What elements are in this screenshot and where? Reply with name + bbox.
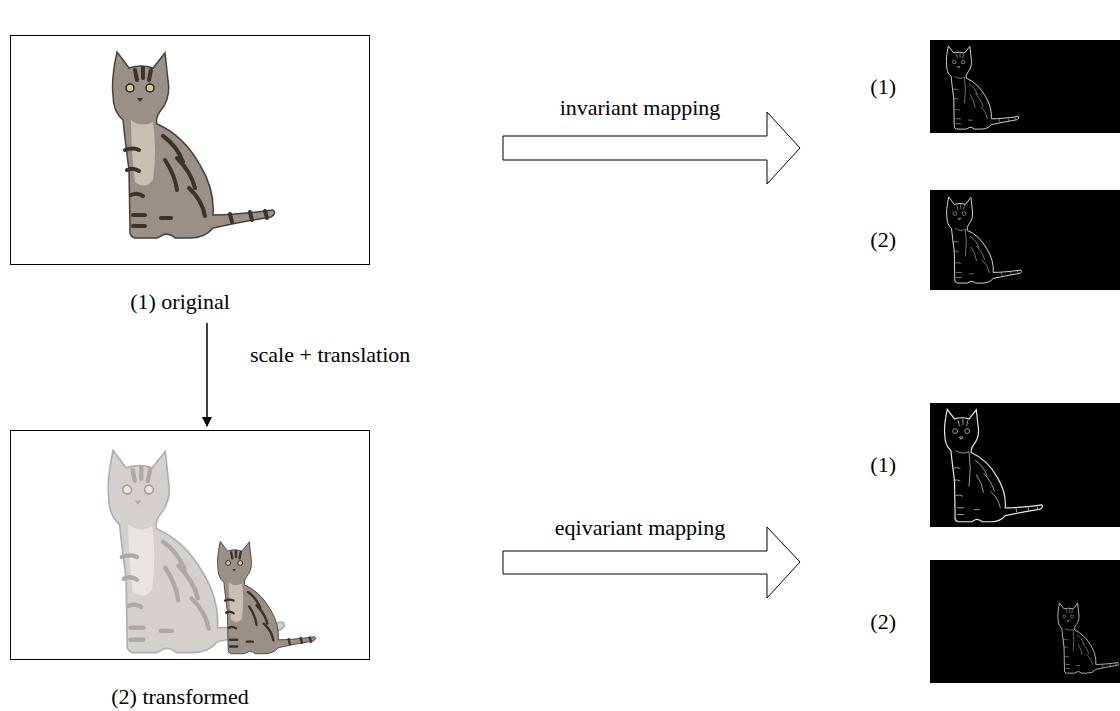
edge-label: scale + translation bbox=[250, 342, 410, 368]
panel-index: (2) bbox=[870, 227, 896, 253]
cat-edge-map bbox=[947, 197, 1022, 283]
feature-map-box: (2) bbox=[930, 190, 1120, 290]
cat-edge-map bbox=[1058, 603, 1119, 673]
panel-index: (2) bbox=[870, 609, 896, 635]
panel-index: (1) bbox=[870, 452, 896, 478]
feature-map-panel bbox=[930, 403, 1120, 527]
hollow-arrow bbox=[503, 112, 800, 184]
transform-arrow bbox=[206, 323, 208, 426]
feature-map-panel bbox=[930, 190, 1120, 290]
cat-edge-map bbox=[946, 46, 1019, 129]
mapping-label: invariant mapping bbox=[560, 95, 721, 121]
feature-map-box: (1) bbox=[930, 403, 1120, 527]
cat-photo-small bbox=[218, 541, 316, 653]
cat-photo bbox=[113, 52, 275, 238]
cat-edge-map bbox=[945, 409, 1043, 521]
image-frame: (1) original bbox=[10, 35, 370, 265]
panel-index: (1) bbox=[870, 74, 896, 100]
feature-map-panel bbox=[930, 40, 1120, 133]
feature-map-box: (1) bbox=[930, 40, 1120, 133]
feature-map-panel bbox=[930, 560, 1120, 683]
mapping-label: eqivariant mapping bbox=[555, 515, 725, 541]
image-caption: (1) original bbox=[1, 289, 359, 315]
image-frame: (2) transformed bbox=[10, 430, 370, 660]
feature-map-box: (2) bbox=[930, 560, 1120, 683]
image-caption: (2) transformed bbox=[1, 684, 359, 710]
